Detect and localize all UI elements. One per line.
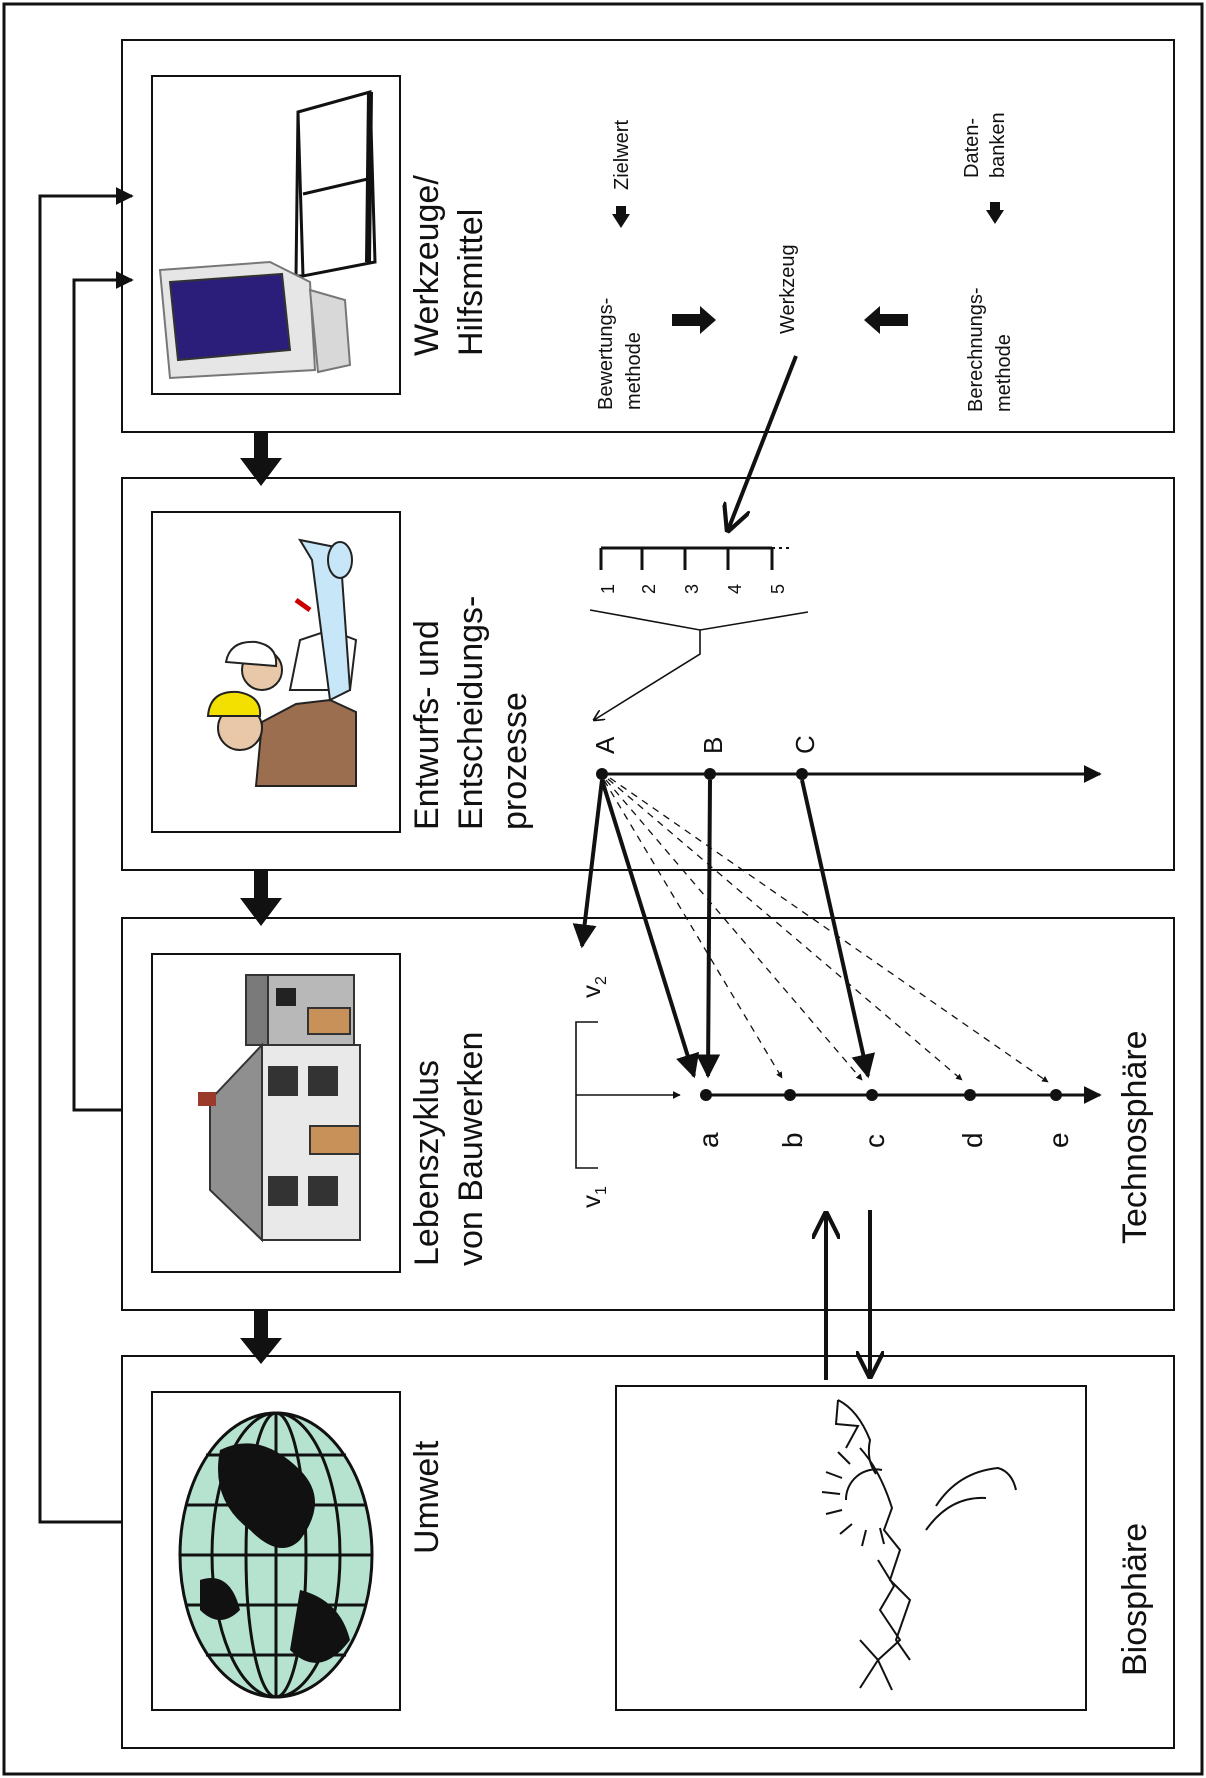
label-v2: v2 xyxy=(576,976,610,998)
lifecycle-label-d: d xyxy=(957,1132,988,1148)
lifecycle-label-b: b xyxy=(777,1132,808,1148)
label-werkzeug: Werkzeug xyxy=(777,244,799,334)
house-icon xyxy=(198,974,361,1243)
feedback-lebenszyklus-to-werkzeuge xyxy=(72,271,134,1112)
feedback-umwelt-to-werkzeuge xyxy=(38,187,134,1524)
scale-tick-1: 1 xyxy=(598,584,618,594)
lebenszyklus-title-1: Lebenszyklus xyxy=(408,1060,446,1266)
flow-arrow-1 xyxy=(240,432,282,486)
dashed-a-to-e xyxy=(609,777,1049,1083)
label-berechnung-1: Berechnungs- xyxy=(965,287,987,412)
scale-tick-2: 2 xyxy=(639,584,659,594)
dashed-a-to-b xyxy=(603,779,783,1079)
monitor-screen xyxy=(168,272,292,362)
lifecycle-point-a xyxy=(700,1089,712,1101)
arrow-scale-to-a xyxy=(594,630,701,720)
label-bewertung-1: Bewertungs- xyxy=(595,298,617,410)
label-datenbanken-2: banken xyxy=(987,112,1009,178)
arrow-datenbanken-down xyxy=(986,202,1004,224)
arrow-zielwert-down xyxy=(612,206,630,228)
werkzeuge-title-1: Werkzeuge/ xyxy=(408,175,446,356)
decision-label-c: C xyxy=(790,735,820,754)
lebenszyklus-title-2: von Bauwerken xyxy=(452,1032,490,1266)
lifecycle-label-c: c xyxy=(859,1134,890,1148)
entwurf-title-3: prozesse xyxy=(496,692,534,830)
label-zielwert: Zielwert xyxy=(611,120,633,190)
label-technosphaere: Technosphäre xyxy=(1116,1030,1154,1244)
arrow-werkzeug-to-scale xyxy=(728,355,798,530)
label-v1: v1 xyxy=(576,1186,610,1208)
scale-tick-4: 4 xyxy=(725,584,745,594)
arrow-a-to-v2 xyxy=(572,779,604,949)
workers-icon xyxy=(206,538,358,787)
flow-arrow-3 xyxy=(240,1310,282,1364)
lifecycle-label-a: a xyxy=(693,1132,724,1148)
arrow-bewertung-to-werkzeug xyxy=(672,306,716,334)
label-berechnung-2: methode xyxy=(993,334,1015,412)
landscape-sketch xyxy=(821,1399,1017,1691)
lifecycle-label-e: e xyxy=(1043,1132,1074,1148)
globe-icon xyxy=(178,1411,374,1699)
lifecycle-point-c xyxy=(866,1089,878,1101)
dashed-a-to-c xyxy=(605,779,863,1081)
scale-tick-3: 3 xyxy=(682,584,702,594)
decision-point-b xyxy=(704,768,716,780)
decision-point-a xyxy=(596,768,608,780)
arrow-berechnung-to-werkzeug xyxy=(864,306,908,334)
label-datenbanken-1: Daten- xyxy=(961,118,983,178)
entwurf-title-1: Entwurfs- und xyxy=(408,620,446,830)
label-bewertung-2: methode xyxy=(623,332,645,410)
scale-tick-5: 5 xyxy=(768,584,788,594)
decision-label-a: A xyxy=(590,736,620,754)
monitor-icon xyxy=(158,260,352,380)
rating-scale xyxy=(599,546,792,570)
biosphaere-box xyxy=(615,1385,1087,1711)
arrow-b-to-a xyxy=(696,779,721,1079)
umwelt-title: Umwelt xyxy=(408,1440,446,1554)
werkzeuge-title-2: Hilfsmittel xyxy=(452,209,490,356)
lifecycle-point-d xyxy=(964,1089,976,1101)
book-icon xyxy=(294,90,377,278)
lifecycle-point-e xyxy=(1050,1089,1062,1101)
arrow-c-to-c xyxy=(800,779,876,1079)
decision-point-c xyxy=(796,768,808,780)
helmet-icon xyxy=(206,690,262,717)
lifecycle-point-b xyxy=(784,1089,796,1101)
flow-arrow-2 xyxy=(240,870,282,926)
entwurf-title-2: Entscheidungs- xyxy=(452,596,490,830)
decision-label-b: B xyxy=(698,737,728,754)
arrow-a-to-a xyxy=(600,779,700,1079)
label-biosphaere: Biosphäre xyxy=(1116,1523,1154,1676)
